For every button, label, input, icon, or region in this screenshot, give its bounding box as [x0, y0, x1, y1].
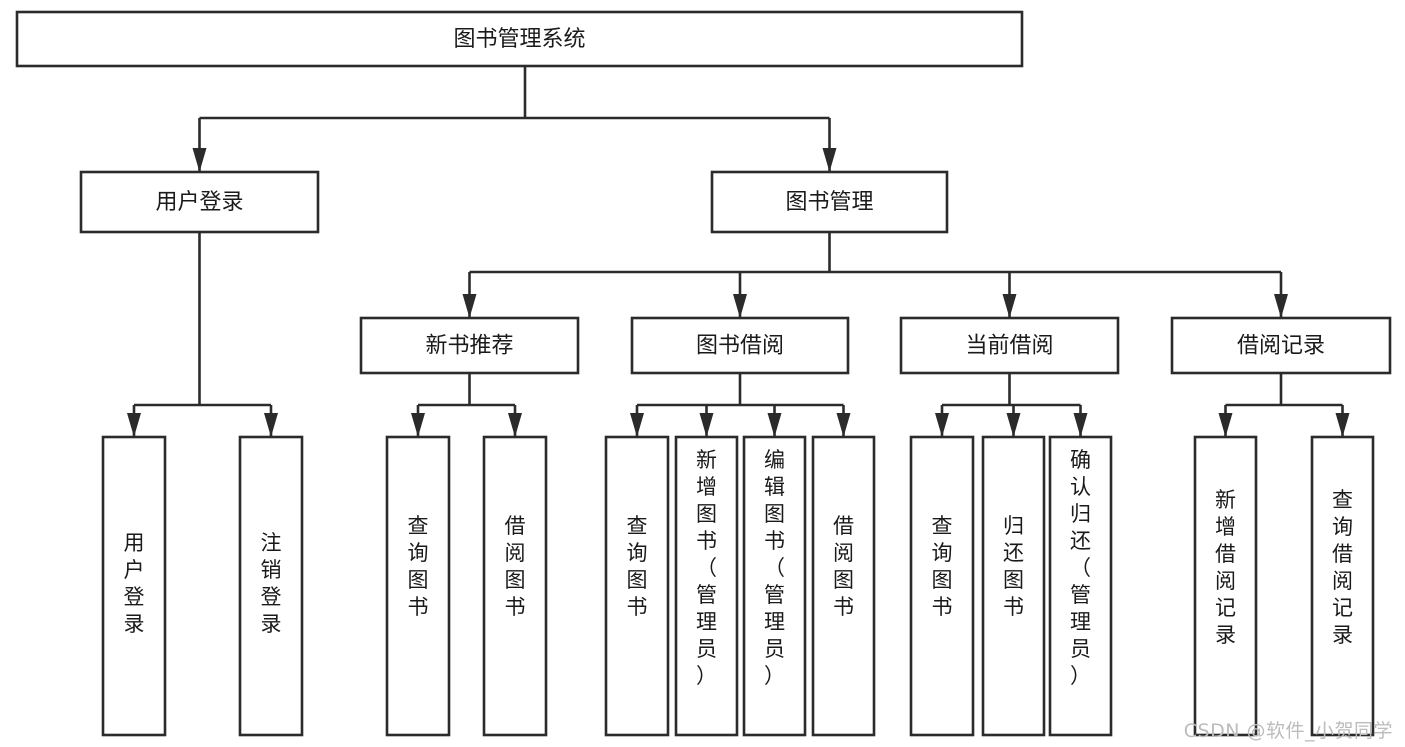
- node-leaf-借阅图书-3[interactable]: 借阅图书: [482, 435, 548, 737]
- node-level2-用户登录-rect: [79, 170, 320, 234]
- node-leaf-查询图书-2-label: 查询图书: [408, 514, 429, 619]
- node-leaf-编辑图书管理员-6[interactable]: 编辑图书（管理员）: [742, 435, 807, 737]
- node-leaf-用户登录-0[interactable]: 用户登录: [101, 435, 167, 737]
- node-root-label: 图书管理系统: [453, 27, 585, 52]
- arrow-into-leaf-归还图书-9: [1006, 413, 1021, 437]
- node-level3-借阅记录[interactable]: 借阅记录: [1170, 316, 1392, 375]
- arrow-into-leaf-查询借阅记录-12: [1335, 413, 1350, 437]
- node-leaf-查询借阅记录-12-rect: [1310, 435, 1375, 737]
- arrow-into-leaf-借阅图书-7: [836, 413, 851, 437]
- node-level3-新书推荐-rect: [359, 316, 580, 375]
- node-leaf-编辑图书管理员-6-rect: [742, 435, 807, 737]
- node-leaf-借阅图书-3-rect: [482, 435, 548, 737]
- node-leaf-查询图书-2-rect: [385, 435, 451, 737]
- node-leaf-借阅图书-7-label: 借阅图书: [833, 514, 854, 619]
- arrow-into-新书推荐: [462, 294, 477, 318]
- arrow-into-leaf-查询图书-2: [411, 413, 425, 437]
- node-leaf-用户登录-0-rect: [101, 435, 167, 737]
- node-level3-新书推荐[interactable]: 新书推荐: [359, 316, 580, 375]
- node-leaf-新增图书管理员-5-label: 新增图书（管理员）: [696, 448, 717, 688]
- node-leaf-查询借阅记录-12[interactable]: 查询借阅记录: [1310, 435, 1375, 737]
- arrow-into-leaf-查询图书-8: [935, 413, 949, 437]
- node-leaf-查询图书-8[interactable]: 查询图书: [909, 435, 975, 737]
- arrow-into-leaf-注销登录-1: [264, 413, 278, 437]
- node-level3-图书借阅-rect: [630, 316, 850, 375]
- node-leaf-归还图书-9-label: 归还图书: [1003, 514, 1024, 619]
- arrow-into-leaf-查询图书-4: [630, 413, 644, 437]
- node-level2-用户登录[interactable]: 用户登录: [79, 170, 320, 234]
- node-leaf-新增借阅记录-11-rect: [1193, 435, 1258, 737]
- node-level3-图书借阅[interactable]: 图书借阅: [630, 316, 850, 375]
- node-leaf-查询图书-4[interactable]: 查询图书: [604, 435, 670, 737]
- node-level3-借阅记录-label: 借阅记录: [1237, 334, 1325, 359]
- arrow-into-图书管理: [822, 148, 837, 172]
- arrow-into-leaf-编辑图书管理员-6: [767, 413, 782, 437]
- node-level3-当前借阅[interactable]: 当前借阅: [899, 316, 1120, 375]
- node-level3-当前借阅-label: 当前借阅: [965, 334, 1053, 359]
- node-leaf-确认归还管理员-10[interactable]: 确认归还（管理员）: [1048, 435, 1113, 737]
- arrow-into-用户登录: [192, 148, 207, 172]
- node-leaf-查询图书-2[interactable]: 查询图书: [385, 435, 451, 737]
- arrow-into-leaf-借阅图书-3: [508, 413, 522, 437]
- node-leaf-新增图书管理员-5[interactable]: 新增图书（管理员）: [674, 435, 739, 737]
- node-leaf-确认归还管理员-10-rect: [1048, 435, 1113, 737]
- node-leaf-查询图书-8-label: 查询图书: [932, 514, 953, 619]
- node-leaf-确认归还管理员-10-label: 确认归还（管理员）: [1070, 448, 1091, 688]
- node-leaf-新增借阅记录-11[interactable]: 新增借阅记录: [1193, 435, 1258, 737]
- node-leaf-查询图书-8-rect: [909, 435, 975, 737]
- node-level2-图书管理-rect: [710, 170, 949, 234]
- node-leaf-注销登录-1[interactable]: 注销登录: [238, 435, 304, 737]
- node-boxes: 图书管理系统用户登录图书管理新书推荐图书借阅当前借阅借阅记录用户登录注销登录查询…: [15, 10, 1392, 737]
- node-leaf-查询图书-4-label: 查询图书: [627, 514, 648, 619]
- arrow-into-借阅记录: [1274, 294, 1288, 318]
- arrow-into-图书借阅: [733, 294, 747, 318]
- node-level3-当前借阅-rect: [899, 316, 1120, 375]
- node-leaf-注销登录-1-label: 注销登录: [261, 531, 282, 636]
- node-leaf-查询借阅记录-12-label: 查询借阅记录: [1332, 488, 1353, 647]
- node-leaf-借阅图书-3-label: 借阅图书: [505, 514, 526, 619]
- connector-lines: [127, 66, 1350, 437]
- arrow-into-leaf-新增图书管理员-5: [699, 413, 714, 437]
- arrow-into-leaf-用户登录-0: [127, 413, 141, 437]
- arrow-into-当前借阅: [1002, 294, 1017, 318]
- node-level2-图书管理-label: 图书管理: [785, 190, 873, 215]
- node-leaf-归还图书-9-rect: [981, 435, 1046, 737]
- node-level3-图书借阅-label: 图书借阅: [696, 334, 784, 359]
- arrow-into-leaf-确认归还管理员-10: [1073, 413, 1088, 437]
- node-level3-新书推荐-label: 新书推荐: [425, 334, 513, 359]
- node-leaf-注销登录-1-rect: [238, 435, 304, 737]
- arrow-into-leaf-新增借阅记录-11: [1218, 413, 1233, 437]
- node-leaf-编辑图书管理员-6-label: 编辑图书（管理员）: [764, 448, 785, 688]
- node-leaf-借阅图书-7[interactable]: 借阅图书: [811, 435, 876, 737]
- node-leaf-新增借阅记录-11-label: 新增借阅记录: [1215, 488, 1236, 647]
- node-leaf-用户登录-0-label: 用户登录: [124, 531, 145, 636]
- node-leaf-查询图书-4-rect: [604, 435, 670, 737]
- node-leaf-借阅图书-7-rect: [811, 435, 876, 737]
- node-level3-借阅记录-rect: [1170, 316, 1392, 375]
- node-root-rect: [15, 10, 1024, 68]
- node-root[interactable]: 图书管理系统: [15, 10, 1024, 68]
- node-level2-图书管理[interactable]: 图书管理: [710, 170, 949, 234]
- node-level2-用户登录-label: 用户登录: [155, 190, 243, 215]
- node-leaf-新增图书管理员-5-rect: [674, 435, 739, 737]
- node-leaf-归还图书-9[interactable]: 归还图书: [981, 435, 1046, 737]
